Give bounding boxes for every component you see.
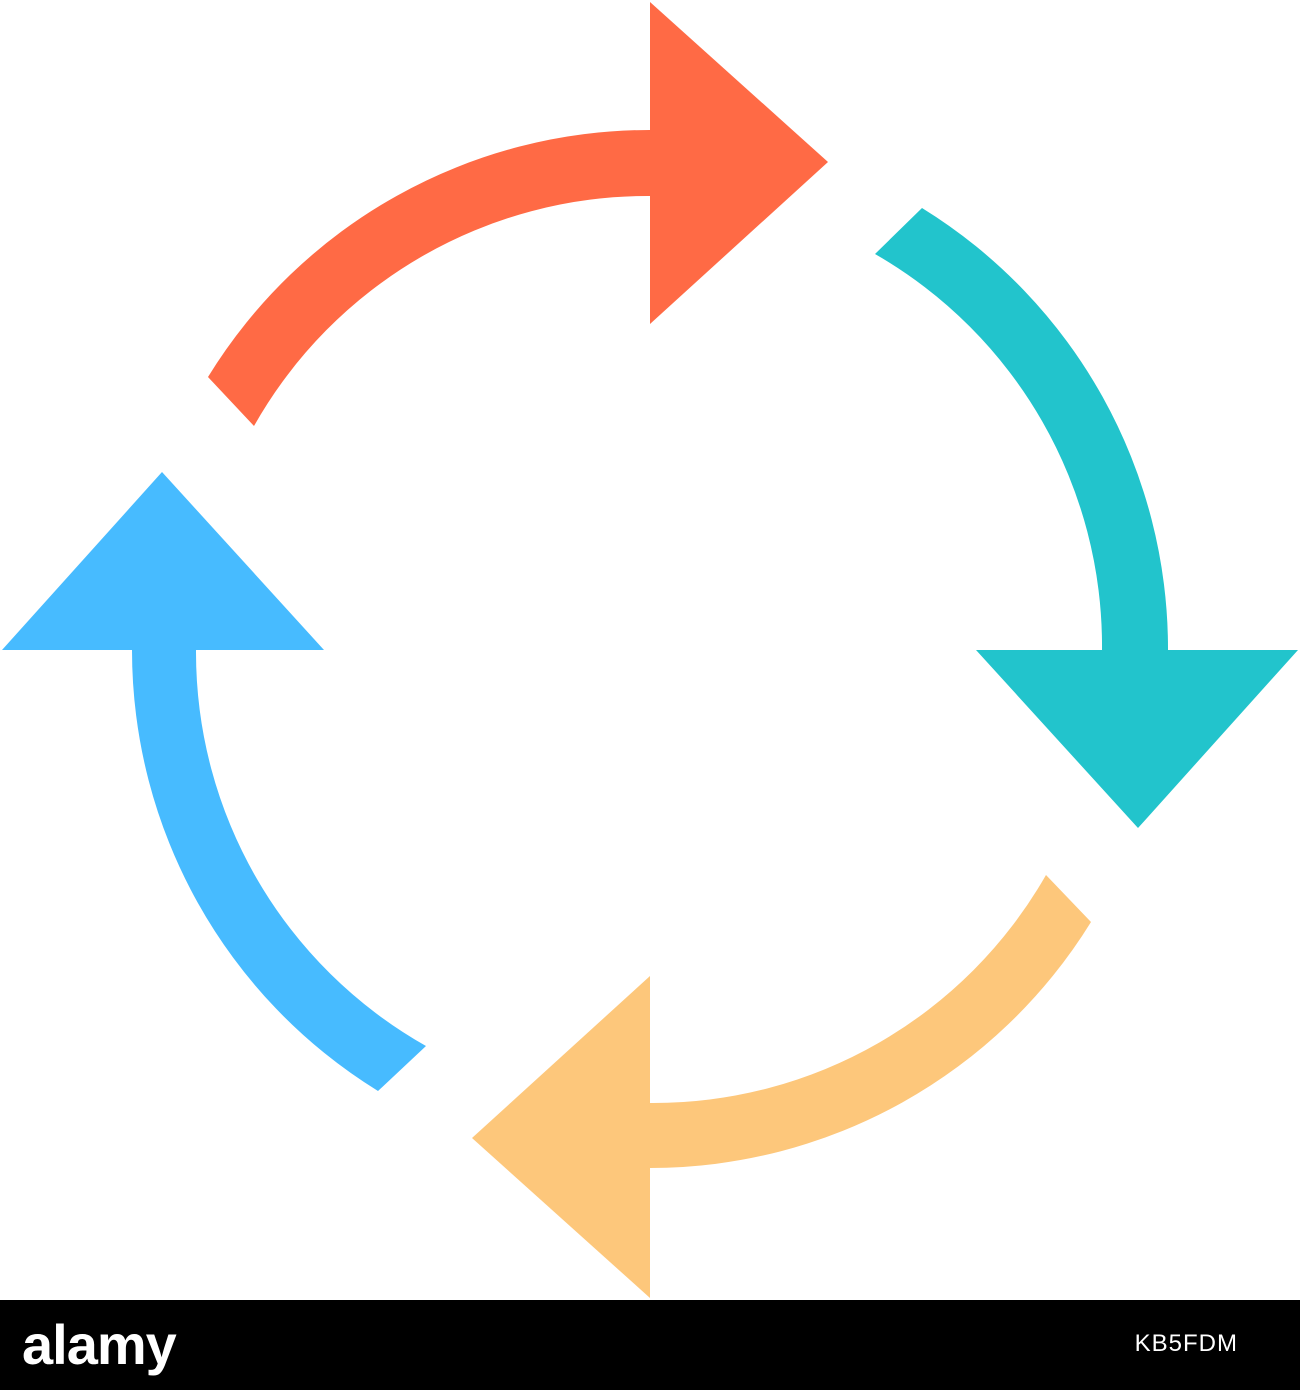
arrow-down-icon: [976, 650, 1298, 828]
brand-logo: alamy: [22, 1313, 177, 1376]
cycle-diagram-svg: [2, 2, 1298, 1298]
right-arrow: [875, 208, 1298, 828]
footer-bar: alamy KB5FDM: [0, 1300, 1300, 1390]
cycle-diagram: [0, 0, 1300, 1300]
top-arrow-body: [208, 129, 650, 426]
bottom-arrow-body: [650, 875, 1091, 1168]
image-id: KB5FDM: [1134, 1330, 1238, 1357]
left-arrow-body: [131, 650, 426, 1091]
arrow-right-icon: [650, 2, 828, 324]
arrow-up-icon: [2, 472, 324, 650]
top-arrow: [208, 2, 828, 426]
left-arrow: [2, 472, 426, 1091]
bottom-arrow: [472, 875, 1091, 1298]
arrow-left-icon: [472, 976, 650, 1298]
right-arrow-body: [875, 208, 1169, 650]
